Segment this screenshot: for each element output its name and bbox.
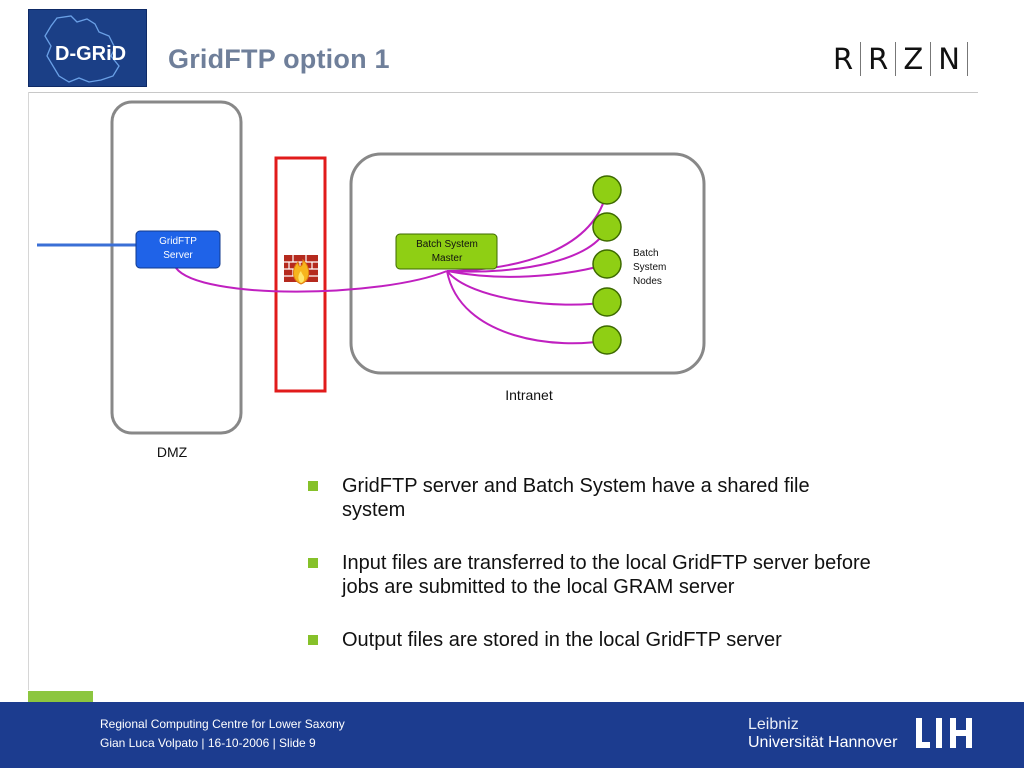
- rrzn-letter: Z: [903, 42, 924, 76]
- footer-organization: Regional Computing Centre for Lower Saxo…: [100, 717, 345, 731]
- rrzn-letter: R: [868, 42, 889, 76]
- bullet-text: Output files are stored in the local Gri…: [342, 629, 782, 651]
- bullet-marker-icon: [308, 635, 318, 645]
- d-grid-logo: D-GRiD: [28, 9, 147, 87]
- dmz-zone: [110, 100, 243, 435]
- batch-master-label-line1: Batch System: [416, 239, 478, 250]
- bullet-item: Input files are transferred to the local…: [308, 551, 878, 599]
- title-divider: [28, 92, 978, 93]
- university-line2: Universität Hannover: [748, 734, 898, 751]
- network-diagram: DMZ Intranet GridFTP Server Batch System…: [37, 100, 706, 460]
- batch-node: [592, 287, 622, 317]
- master-to-node4-connector: [446, 270, 608, 306]
- d-grid-logo-text: D-GRiD: [55, 43, 126, 65]
- rrzn-letter: R: [833, 42, 854, 76]
- left-margin-line: [28, 92, 29, 690]
- server-to-master-connector: [175, 267, 448, 293]
- batch-node: [592, 175, 622, 205]
- batch-nodes-label-line1: Batch: [633, 248, 659, 259]
- rrzn-divider: [930, 42, 932, 76]
- bullet-list: GridFTP server and Batch System have a s…: [308, 474, 878, 681]
- footer: Regional Computing Centre for Lower Saxo…: [0, 702, 1024, 768]
- batch-nodes-label-line2: System: [633, 262, 666, 273]
- dmz-label: DMZ: [157, 444, 188, 460]
- firewall-frame: [274, 156, 327, 393]
- intranet-zone: [349, 152, 706, 375]
- luh-logo-mark: [916, 718, 972, 748]
- connectors: [175, 189, 608, 345]
- page-title: GridFTP option 1: [168, 44, 390, 74]
- gridftp-server-label-line2: Server: [163, 250, 193, 261]
- batch-node: [592, 212, 622, 242]
- footer-meta: Gian Luca Volpato | 16-10-2006 | Slide 9: [100, 736, 316, 750]
- bullet-text: GridFTP server and Batch System have a s…: [342, 475, 810, 521]
- intranet-label: Intranet: [505, 387, 553, 403]
- bullet-text: Input files are transferred to the local…: [342, 552, 871, 598]
- rrzn-divider: [895, 42, 897, 76]
- university-logo-text: Leibniz Universität Hannover: [748, 716, 897, 752]
- bullet-marker-icon: [308, 558, 318, 568]
- gridftp-server-node: [135, 230, 221, 269]
- rrzn-logo: R R Z N: [826, 40, 968, 78]
- firewall-icon: [284, 255, 318, 285]
- bullet-marker-icon: [308, 481, 318, 491]
- university-line1: Leibniz: [748, 716, 799, 733]
- master-to-node5-connector: [446, 270, 608, 345]
- batch-master-node: [395, 233, 498, 270]
- footer-accent-bar: [28, 691, 93, 703]
- batch-nodes: [592, 175, 622, 355]
- batch-node: [592, 325, 622, 355]
- bullet-item: GridFTP server and Batch System have a s…: [308, 474, 878, 522]
- rrzn-divider: [966, 42, 968, 76]
- batch-master-label-line2: Master: [432, 253, 463, 264]
- gridftp-server-label-line1: GridFTP: [159, 236, 197, 247]
- batch-node: [592, 249, 622, 279]
- rrzn-divider: [860, 42, 862, 76]
- batch-nodes-label-line3: Nodes: [633, 276, 662, 287]
- master-to-node1-connector: [446, 189, 608, 272]
- rrzn-letter: N: [938, 42, 960, 76]
- bullet-item: Output files are stored in the local Gri…: [308, 628, 878, 652]
- germany-map-icon: D-GRiD: [44, 15, 126, 83]
